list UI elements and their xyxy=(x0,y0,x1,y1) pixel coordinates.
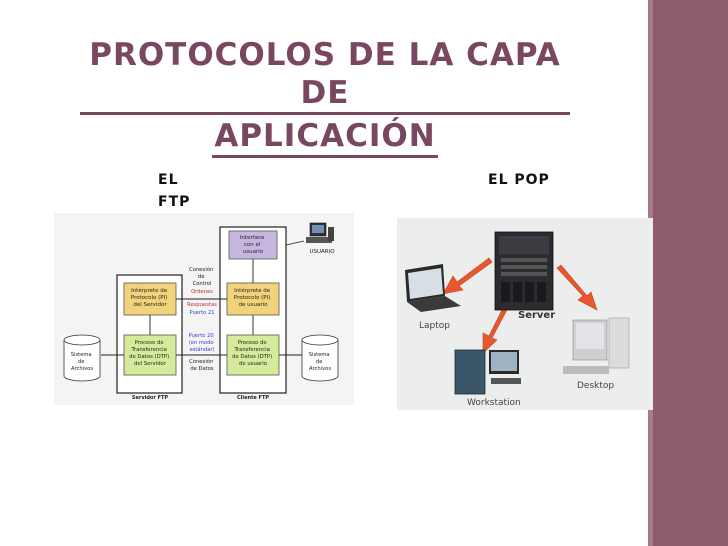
sdtp-line-4: del Servidor xyxy=(134,361,167,367)
cdtp-line-1: Proceso de xyxy=(238,340,267,346)
spi-line-3: del Servidor xyxy=(133,302,167,308)
sdtp-line-2: Transferencia xyxy=(130,347,166,353)
arrow-to-desktop xyxy=(556,264,598,311)
fs-left-line-2: de xyxy=(78,359,84,365)
cdtp-line-2: Transferencia xyxy=(233,347,269,353)
ftp-label-line-2: FTP xyxy=(158,194,191,210)
fs-right-line-1: Sistema xyxy=(309,352,330,358)
cdtp-line-3: de Datos (DTP) xyxy=(232,354,272,360)
desktop-icon xyxy=(563,317,630,374)
user-label: USUARIO xyxy=(309,249,335,255)
svg-text:Conexión de Control: Conexión de Control xyxy=(189,266,215,287)
user-computer-icon xyxy=(306,222,334,243)
title-line-1: PROTOCOLOS DE LA CAPA DE xyxy=(80,36,570,115)
desktop-label: Desktop xyxy=(577,381,614,391)
arrow-to-laptop xyxy=(442,257,493,295)
spi-line-1: Intérprete de xyxy=(131,287,168,294)
svg-text:Intérprete de Protocolo (P: Intérprete de Protocolo (PI) de usuario xyxy=(234,287,272,308)
data-conn-line-2: de Datos xyxy=(190,366,214,372)
port20-line-3: estándar) xyxy=(189,346,214,353)
ctrl-line-3: Control xyxy=(193,281,212,287)
cdtp-line-4: de usuario xyxy=(239,361,267,367)
ctrl-line-1: Conexión xyxy=(189,266,213,273)
ui-line-2: con el xyxy=(244,242,261,248)
orders-label: Ordenes xyxy=(191,289,213,295)
fs-right-line-2: de xyxy=(316,359,322,365)
svg-text:Puerto 20 (en modo est: Puerto 20 (en modo estándar) xyxy=(189,333,216,353)
pop-diagram: Server Laptop Workstation Desktop xyxy=(397,218,653,410)
server-dtp-box xyxy=(123,334,177,376)
ui-line-3: usuario xyxy=(243,249,264,255)
port20-line-2: (en modo xyxy=(189,340,214,346)
ftp-label: EL FTP xyxy=(158,169,190,213)
server-icon xyxy=(494,231,554,311)
sdtp-line-3: de Datos (DTP) xyxy=(129,354,169,360)
workstation-label: Workstation xyxy=(467,398,521,408)
ftp-diagram: Interface con el usuario Intérprete de P… xyxy=(54,213,354,405)
file-system-right xyxy=(301,334,339,382)
fs-left-line-1: Sistema xyxy=(71,352,92,358)
cpi-line-2: Protocolo (PI) xyxy=(234,295,271,301)
svg-text:Intérprete de Protocolo (P: Intérprete de Protocolo (PI) del Servido… xyxy=(131,287,169,308)
client-ftp-label: Cliente FTP xyxy=(237,395,269,401)
cpi-line-1: Intérprete de xyxy=(234,287,271,294)
ui-line-1: Interface xyxy=(240,235,265,241)
svg-text:Interface con el usuar: Interface con el usuario xyxy=(240,235,266,255)
title-line-2: APLICACIÓN xyxy=(212,117,438,158)
user-interface-box xyxy=(228,230,278,260)
svg-text:Proceso de Transferencia: Proceso de Transferencia de Datos (DTP) … xyxy=(232,340,274,367)
pop-label: EL POP xyxy=(488,172,550,188)
laptop-label: Laptop xyxy=(419,321,450,331)
fs-left-line-3: Archivos xyxy=(71,366,93,372)
port21-label: Puerto 21 xyxy=(189,310,214,316)
spi-line-2: Protocolo (PI) xyxy=(131,295,168,301)
svg-text:Conexión de Datos: Conexión de Datos xyxy=(189,358,215,372)
laptop-icon xyxy=(405,264,461,312)
svg-text:Sistema de Archivos: Sistema de Archivos xyxy=(71,352,94,372)
workstation-icon xyxy=(454,349,521,395)
ctrl-line-2: de xyxy=(198,274,204,280)
svg-text:Proceso de Transferencia: Proceso de Transferencia de Datos (DTP) … xyxy=(129,340,171,367)
file-system-left xyxy=(63,334,101,382)
ftp-label-line-1: EL xyxy=(158,172,179,188)
server-label: Server xyxy=(518,310,555,321)
sdtp-line-1: Proceso de xyxy=(135,340,164,346)
svg-text:Sistema de Archivos: Sistema de Archivos xyxy=(309,352,332,372)
cpi-line-3: de usuario xyxy=(239,302,269,308)
data-conn-line-1: Conexión xyxy=(189,358,213,365)
slide-title: PROTOCOLOS DE LA CAPA DE APLICACIÓN xyxy=(80,36,570,158)
server-ftp-label: Servidor FTP xyxy=(132,395,168,401)
responses-label: Respuestas xyxy=(187,302,217,308)
arrow-to-workstation xyxy=(482,305,509,354)
side-stripe xyxy=(648,0,728,546)
fs-right-line-3: Archivos xyxy=(309,366,331,372)
port20-line-1: Puerto 20 xyxy=(189,333,214,339)
